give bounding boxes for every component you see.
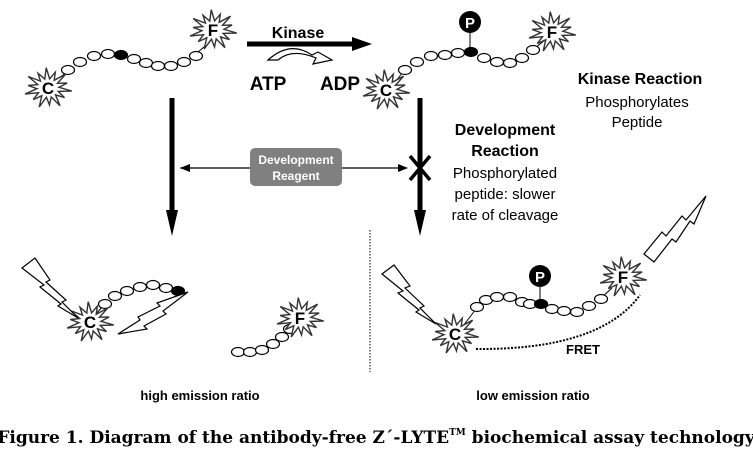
- phospho-site-bead: [463, 46, 479, 58]
- amino-acid-bead: [409, 56, 425, 68]
- atp-label: ATP: [250, 74, 287, 95]
- amino-acid-bead: [97, 298, 113, 310]
- kinase-label: Kinase: [272, 25, 325, 42]
- amino-acid-bead: [126, 53, 142, 65]
- amino-acid-bead: [525, 44, 541, 56]
- fluorescein-label: F: [618, 268, 628, 287]
- coumarin-label: C: [84, 313, 96, 332]
- amino-acid-bead: [593, 293, 609, 305]
- low-emission-ratio-label: low emission ratio: [476, 388, 589, 403]
- dev-reaction-desc3: rate of cleavage: [452, 207, 559, 224]
- amino-acid-bead: [188, 50, 204, 62]
- dev-reagent-line1: Development: [258, 153, 333, 167]
- dev-reagent-line2: Reagent: [272, 169, 319, 183]
- amino-acid-bead: [158, 282, 174, 294]
- kinase-reaction-line1: Phosphorylates: [585, 94, 688, 111]
- fluorescein-label: F: [295, 309, 305, 328]
- kinase-reaction-line2: Peptide: [612, 114, 663, 131]
- dev-reaction-desc2: peptide: slower: [455, 186, 556, 203]
- amino-acid-bead: [107, 290, 123, 302]
- dev-reaction-desc1: Phosphorylated: [453, 165, 557, 182]
- fluorescein-star-icon: [276, 297, 324, 338]
- fluorescein-star-icon: [189, 9, 237, 50]
- phosphate-group: P: [459, 11, 481, 50]
- amino-acid-bead: [569, 306, 585, 318]
- kinase-arrow: [247, 37, 372, 65]
- left-down-arrow: [166, 98, 178, 236]
- amino-acid-bead: [581, 300, 597, 312]
- amino-acid-bead: [502, 57, 518, 69]
- lightning-icon: [21, 257, 79, 319]
- amino-acid-bead: [450, 47, 466, 59]
- lightning-icon: [643, 195, 707, 263]
- amino-acid-bead: [544, 303, 560, 315]
- blocked-x-icon: [408, 154, 432, 182]
- fret-label: FRET: [566, 342, 600, 357]
- coumarin-star-icon: [431, 313, 479, 354]
- amino-acid-bead: [119, 285, 135, 297]
- adp-label: ADP: [320, 74, 360, 95]
- lightning-icon: [381, 264, 437, 325]
- high-emission-ratio-label: high emission ratio: [140, 388, 259, 403]
- amino-acid-bead: [242, 346, 258, 358]
- amino-acid-bead: [100, 48, 116, 60]
- amino-acid-bead: [163, 60, 179, 72]
- dev-reaction-line2: Reaction: [471, 143, 539, 160]
- amino-acid-bead: [60, 64, 76, 76]
- amino-acid-bead: [132, 281, 148, 293]
- amino-acid-bead: [469, 301, 485, 313]
- lightning-icon: [117, 291, 189, 335]
- development-reagent-box: [250, 148, 342, 186]
- amino-acid-bead: [254, 344, 270, 356]
- phosphate-group: P: [529, 265, 551, 302]
- amino-acid-bead: [437, 49, 453, 61]
- amino-acid-bead: [176, 56, 192, 68]
- coumarin-label: C: [42, 79, 54, 98]
- coumarin-label: C: [449, 325, 461, 344]
- fluorescein-star-icon: [528, 11, 576, 52]
- amino-acid-bead: [556, 305, 572, 317]
- amino-acid-bead: [502, 291, 518, 303]
- curved-arrow-icon: [266, 48, 334, 65]
- amino-acid-bead: [145, 279, 161, 291]
- amino-acid-bead: [476, 52, 492, 64]
- phospho-site-bead: [533, 298, 549, 310]
- right-down-arrow: [414, 98, 426, 236]
- fluorescein-label: F: [547, 23, 557, 42]
- amino-acid-bead: [514, 52, 530, 64]
- amino-acid-bead: [230, 346, 246, 358]
- amino-acid-bead: [423, 50, 439, 62]
- fluorescein-label: F: [208, 21, 218, 40]
- amino-acid-bead: [72, 56, 88, 68]
- development-reagent-arrow: [180, 148, 408, 186]
- coumarin-star-icon: [362, 69, 410, 110]
- coumarin-label: C: [380, 81, 392, 100]
- coumarin-star-icon: [66, 301, 114, 342]
- coumarin-star-icon: [24, 67, 72, 108]
- amino-acid-bead: [138, 57, 154, 69]
- peptide-chains: [51, 39, 613, 358]
- phospho-label: P: [535, 269, 545, 286]
- amino-acid-bead: [489, 291, 505, 303]
- kinase-reaction-title: Kinase Reaction: [578, 71, 702, 88]
- amino-acid-bead: [397, 64, 413, 76]
- amino-acid-bead: [265, 338, 281, 350]
- fret-curve: [475, 294, 641, 351]
- dev-reaction-line1: Development: [455, 122, 556, 139]
- phospho-label: P: [465, 15, 475, 32]
- fluorophore-stars: [24, 9, 647, 354]
- phospho-site-bead: [113, 49, 129, 61]
- figure-caption: Figure 1. Diagram of the antibody-free Z…: [0, 428, 753, 448]
- amino-acid-bead: [489, 56, 505, 68]
- amino-acid-bead: [274, 331, 290, 343]
- fluorescein-star-icon: [599, 256, 647, 297]
- amino-acid-bead: [86, 50, 102, 62]
- amino-acid-bead: [150, 60, 166, 72]
